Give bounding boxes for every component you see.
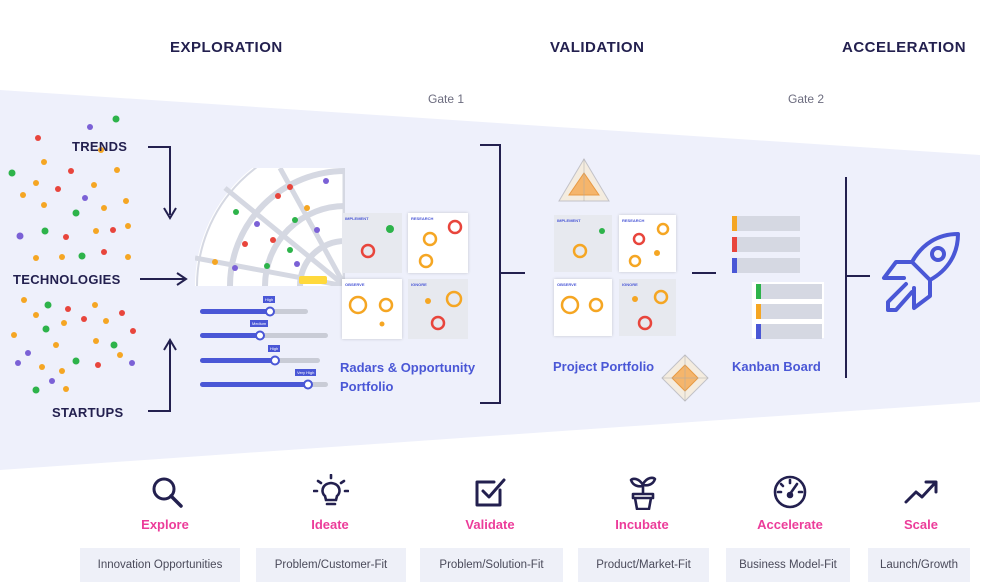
portfolio-panel-observe: OBSERVE [342, 279, 402, 339]
panel-title: IGNORE [411, 282, 427, 287]
panel-title: IGNORE [622, 282, 638, 287]
panel-title: OBSERVE [345, 282, 365, 287]
step-ideate: Ideate [275, 474, 385, 534]
trends-arrow [148, 146, 177, 220]
trend-arrow-icon [904, 480, 938, 504]
input-arrows [140, 146, 188, 412]
panel-title: IMPLEMENT [345, 216, 369, 221]
project-panel-observe: OBSERVE [554, 279, 612, 336]
startups-arrow [148, 338, 177, 412]
gate-1-label: Gate 1 [428, 92, 465, 106]
radars-portfolio-label-line1: Radars & Opportunity [340, 360, 476, 375]
technologies-arrow [140, 272, 188, 286]
step-incubate: Incubate [587, 474, 697, 534]
bubble-chart [360, 225, 394, 259]
project-panel-research: RESEARCH [619, 215, 676, 272]
input-label-trends: TRENDS [72, 139, 128, 154]
portfolio-panel-ignore: IGNORE [408, 279, 468, 339]
gate-2-label: Gate 2 [788, 92, 825, 106]
portfolio-panel-research: RESEARCH [408, 213, 468, 273]
panel-title: IMPLEMENT [557, 218, 581, 223]
kanban-board-label: Kanban Board [732, 359, 821, 374]
bubble-chart [348, 295, 394, 327]
priority-sliders: High Medium High Very High [200, 296, 335, 391]
search-icon [152, 477, 183, 508]
step-accelerate: Accelerate [735, 474, 845, 534]
step-validate: Validate [435, 474, 545, 534]
bubble-chart [632, 289, 669, 331]
slider-tag-4: Very High [295, 369, 317, 376]
project-portfolio-label: Project Portfolio [553, 359, 655, 374]
chip-product-market-fit: Product/Market-Fit [578, 548, 709, 582]
priority-sliders-graphic [200, 306, 328, 390]
project-panel-ignore: IGNORE [619, 279, 676, 336]
checkbox-icon [475, 478, 506, 507]
plant-icon [629, 476, 657, 510]
gauge-icon [773, 475, 807, 509]
bubble-chart [572, 228, 605, 259]
phase-heading-acceleration: ACCELERATION [842, 39, 967, 56]
step-label: Validate [465, 517, 515, 532]
risk-triangle-chart [558, 158, 610, 202]
startup-dots [11, 297, 136, 394]
panel-title: RESEARCH [411, 216, 434, 221]
portfolio-panel-implement: IMPLEMENT [342, 213, 402, 273]
step-label: Explore [141, 517, 189, 532]
step-label: Scale [904, 517, 938, 532]
project-panel-implement: IMPLEMENT [554, 215, 612, 272]
gate-2-divider [845, 177, 870, 378]
chip-business-model-fit: Business Model-Fit [726, 548, 850, 582]
connector-line [692, 272, 716, 274]
gate-1-bracket [480, 144, 525, 404]
input-label-startups: STARTUPS [52, 405, 124, 420]
panel-title: OBSERVE [557, 282, 577, 287]
step-explore: Explore [110, 474, 220, 534]
bubble-chart [628, 222, 670, 268]
slider-tag-3: High [268, 345, 281, 352]
radar-chart-thumbnail [195, 168, 345, 286]
slider-tag-2: Medium [250, 320, 269, 327]
chip-problem-customer-fit: Problem/Customer-Fit [256, 548, 406, 582]
bubble-chart [560, 295, 604, 315]
slider-tag-1: High [263, 296, 276, 303]
chip-innovation-opportunities: Innovation Opportunities [80, 548, 240, 582]
radars-portfolio-label-line2: Portfolio [340, 379, 394, 394]
step-scale: Scale [866, 474, 976, 534]
phase-heading-validation: VALIDATION [550, 39, 645, 56]
chip-problem-solution-fit: Problem/Solution-Fit [420, 548, 563, 582]
radar-tooltip [299, 276, 327, 284]
bubble-chart [425, 290, 463, 331]
trend-dots [8, 115, 131, 261]
phase-heading-exploration: EXPLORATION [170, 39, 283, 56]
input-dots-cloud [8, 115, 136, 394]
bubble-chart [418, 219, 463, 269]
input-label-technologies: TECHNOLOGIES [13, 272, 121, 287]
chip-launch-growth: Launch/Growth [868, 548, 970, 582]
lightbulb-icon [313, 474, 349, 506]
rocket-icon [882, 232, 960, 312]
step-label: Ideate [311, 517, 349, 532]
kanban-cards [732, 216, 824, 339]
step-label: Accelerate [757, 517, 823, 532]
risk-diamond-chart [661, 354, 709, 402]
step-label: Incubate [615, 517, 669, 532]
kanban-board-graphic [732, 216, 827, 341]
panel-title: RESEARCH [622, 218, 645, 223]
radars-portfolio-label: Radars & Opportunity Portfolio [340, 358, 490, 396]
process-steps: Explore Ideate Validate [110, 474, 980, 583]
